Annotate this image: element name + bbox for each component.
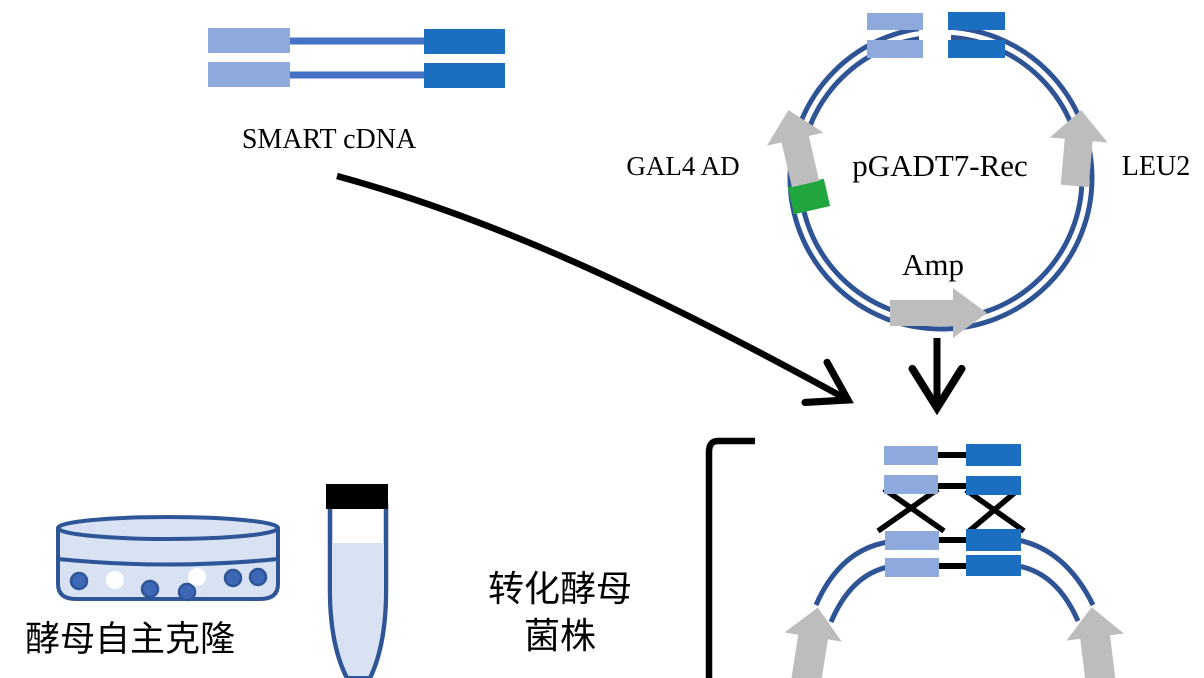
gal4-ad-arrow	[766, 109, 831, 215]
homology-connectors	[938, 452, 967, 569]
recombination-schematic	[784, 444, 1124, 678]
colony-blue-2	[140, 579, 160, 599]
gal4-ad-green-box	[787, 178, 831, 215]
crossover-right-line-2	[966, 487, 1020, 535]
petri-dish-lid-line	[57, 557, 279, 567]
cdna-left-adapter-2	[208, 62, 290, 87]
cdna-to-mix-curved-arrow	[336, 172, 854, 407]
plasmid-homology-arm-left-2	[867, 40, 923, 58]
amp-arrow	[890, 288, 987, 338]
transform-yeast-label: 转化酵母 菌株	[460, 566, 660, 660]
recomb-cdna-left-1	[884, 446, 938, 465]
crossover-left-line-2	[876, 486, 940, 534]
colony-blue-5	[248, 567, 268, 587]
smart-cdna-label: SMART cDNA	[241, 124, 417, 155]
colony-blue-4	[223, 568, 243, 588]
gal4-ad-arrow-shape	[766, 109, 824, 188]
smart-cdna-fragments	[208, 28, 505, 88]
plasmid-name-label: pGADT7-Rec	[852, 148, 1028, 183]
gal4-ad-label: GAL4 AD	[626, 151, 740, 181]
autonomous-cloning-label: 酵母自主克隆	[24, 620, 235, 659]
leu2-arrow-shape	[1049, 110, 1108, 188]
cdna-left-adapter-1	[208, 28, 290, 53]
recomb-arc-left-inner	[828, 564, 889, 623]
recomb-plasmid-left-2	[885, 558, 939, 577]
colony-white-2	[188, 568, 206, 586]
colony-white-1	[106, 571, 124, 589]
plasmid-homology-arm-right-2	[948, 40, 1005, 58]
recomb-cdna-left-2	[884, 475, 938, 494]
recomb-arc-right-outer	[1017, 537, 1096, 607]
recomb-cdna-right-2	[966, 476, 1021, 495]
cdna-right-adapter-2	[424, 63, 505, 88]
colony-blue-3	[177, 582, 197, 602]
petri-dish-rim	[56, 515, 280, 541]
amp-label: Amp	[902, 247, 964, 282]
transform-yeast-line1: 转化酵母	[487, 569, 632, 609]
recomb-arc-left-outer	[813, 539, 889, 607]
crossover-left-line-1	[882, 486, 946, 534]
grouping-bracket	[705, 437, 755, 678]
recomb-right-gray-arrow	[1066, 607, 1124, 678]
petri-dish-icon	[56, 515, 280, 602]
colony-blue-1	[69, 571, 89, 591]
crossover-marks	[876, 486, 1026, 535]
recomb-left-gray-arrow-shape	[784, 607, 842, 678]
tube-icon	[326, 484, 389, 678]
plasmid-homology-arm-left-1	[867, 13, 923, 30]
tube-liquid	[332, 543, 384, 676]
yeast-colonies	[69, 567, 268, 602]
amp-arrow-shape	[890, 288, 987, 338]
cdna-right-adapter-1	[424, 29, 505, 54]
plasmid-homology-arm-right-1	[948, 12, 1005, 30]
leu2-arrow	[1049, 110, 1108, 188]
plasmid-cloning-gap	[919, 0, 951, 80]
recomb-plasmid-right-2	[966, 555, 1021, 576]
tube-cap	[326, 484, 388, 509]
plasmid-map	[766, 0, 1108, 338]
recomb-arc-right-inner	[1017, 563, 1081, 623]
recomb-plasmid-right-1	[966, 529, 1021, 551]
recomb-right-gray-arrow-shape	[1066, 607, 1124, 678]
transform-yeast-line2: 菌株	[523, 616, 596, 656]
leu2-label: LEU2	[1121, 151, 1191, 182]
recomb-plasmid-left-1	[885, 531, 939, 550]
recomb-left-gray-arrow	[784, 607, 842, 678]
recomb-cdna-right-1	[966, 444, 1021, 466]
